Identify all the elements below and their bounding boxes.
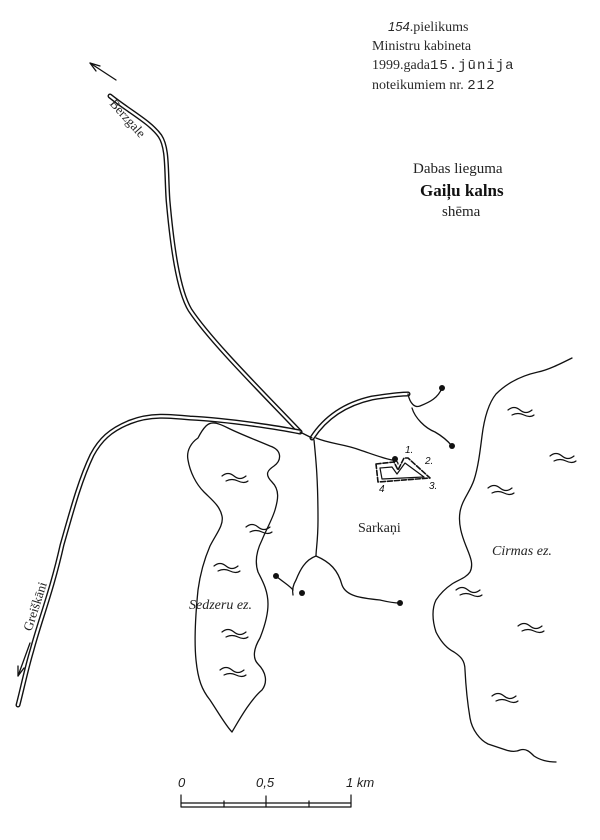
arrow-to-greiskani <box>17 642 31 677</box>
lake-east-label: Cirmas ez. <box>492 544 552 559</box>
scale-label-0: 0 <box>178 775 186 790</box>
annex-number: 154 <box>388 19 410 34</box>
reserve-point-3: 3. <box>429 481 438 492</box>
minor-paths <box>275 387 453 604</box>
lake-east-shore <box>432 357 573 763</box>
annex-note: 154.pielikums Ministru kabineta 1999.gad… <box>372 17 515 96</box>
water-symbols <box>213 406 577 704</box>
reserve-boundary[interactable] <box>375 457 431 483</box>
reserve-point-4: 4 <box>379 484 385 495</box>
village-label: Sarkaņi <box>358 521 401 536</box>
page-title: Gaiļu kalns <box>420 181 504 200</box>
reserve-point-2: 2. <box>425 456 434 467</box>
lake-west-shore <box>186 422 281 733</box>
road-east <box>299 391 411 441</box>
road-north <box>107 93 303 435</box>
annex-line-1: 154.pielikums <box>388 19 469 35</box>
annex-date: 15.jūnija <box>429 58 515 74</box>
arrow-to-berzgale <box>89 62 117 81</box>
lake-west-label: Sedzeru ez. <box>189 598 252 613</box>
annex-line-2: Ministru kabineta <box>372 39 472 54</box>
reserve-point-1: 1. <box>405 445 414 456</box>
title-line-1: Dabas lieguma <box>413 161 503 177</box>
annex-line-4: noteikumiem nr. 212 <box>372 78 496 94</box>
scale-bar <box>180 794 352 808</box>
annex-line-3: 1999.gada15.jūnija <box>372 58 515 74</box>
scale-label-half: 0,5 <box>256 775 275 790</box>
road-southwest <box>15 413 303 708</box>
path-endpoints <box>273 385 455 606</box>
annex-regulation-number: 212 <box>467 78 496 94</box>
title-line-3: shēma <box>442 204 481 220</box>
scale-label-1km: 1 km <box>346 775 375 790</box>
